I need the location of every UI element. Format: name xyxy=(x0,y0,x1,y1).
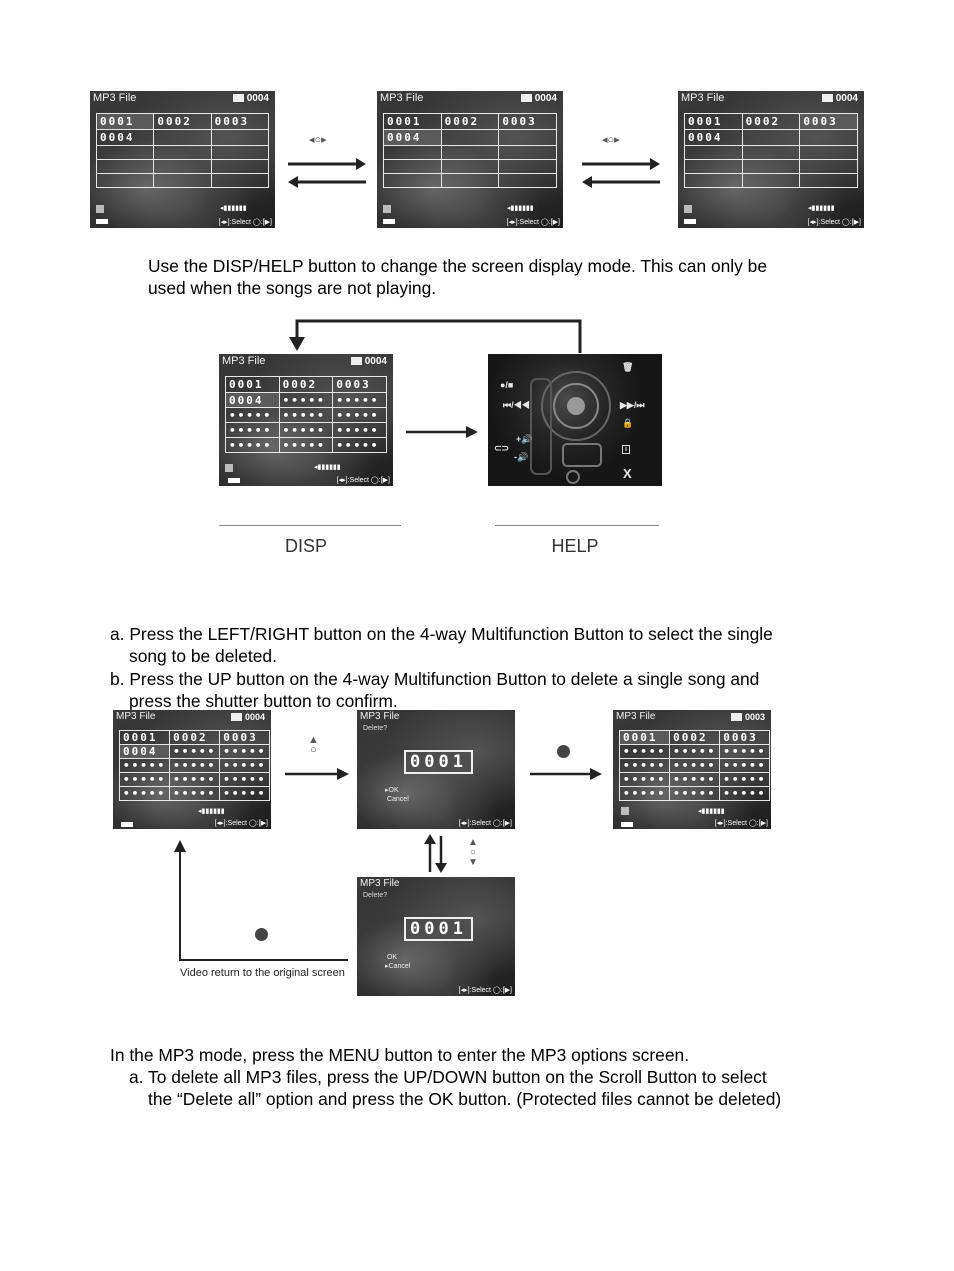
volume-up-icon: +🔊 xyxy=(516,434,533,444)
stop-icon xyxy=(684,205,692,213)
memory-card-icon xyxy=(350,357,362,365)
volume-down-icon: -🔊 xyxy=(514,452,529,462)
delete-prompt-cancel-screen: MP3 File Delete? 0001 OK▸Cancel [◂▸]:Sel… xyxy=(357,877,515,996)
to-delete-prompt-arrow xyxy=(285,768,349,780)
left-right-button-icon: ◂○▸ xyxy=(309,134,327,146)
help-underline xyxy=(495,525,659,526)
record-stop-icon: ●/■ xyxy=(500,380,514,390)
volume-icon: ◂▮▮▮▮▮▮ xyxy=(198,808,225,815)
stop-icon xyxy=(383,205,391,213)
battery-icon xyxy=(621,822,633,827)
up-down-button-icon: ▲○▼ xyxy=(468,837,478,868)
delete-options: OK▸Cancel xyxy=(385,954,411,970)
trash-icon: 🗑 xyxy=(622,362,634,372)
battery-icon xyxy=(96,219,108,224)
camera-outline-graphic xyxy=(530,371,611,484)
disp-help-instruction: Use the DISP/HELP button to change the s… xyxy=(148,256,768,298)
delete-file-number: 0001 xyxy=(404,750,473,774)
prev-rewind-icon: ⏮/◀◀ xyxy=(503,400,530,410)
fast-forward-next-icon: ▶▶/⏭ xyxy=(620,400,645,410)
stop-icon xyxy=(225,464,233,472)
memory-card-icon xyxy=(730,713,742,721)
stop-icon xyxy=(621,807,629,815)
delete-step-a: a. Press the LEFT/RIGHT button on the 4-… xyxy=(110,624,773,666)
volume-icon: ◂▮▮▮▮▮▮ xyxy=(808,205,835,212)
delete-prompt-label: Delete? xyxy=(363,892,388,899)
screen-footer: [◂▸]:Select ◯:[▶] xyxy=(218,219,272,226)
to-result-arrow xyxy=(530,768,602,780)
info-icon: i xyxy=(622,445,630,454)
close-icon: X xyxy=(623,466,632,481)
battery-icon xyxy=(228,478,240,483)
return-path-arrow xyxy=(174,840,348,961)
screen-title: MP3 File xyxy=(93,92,137,104)
bidirectional-arrows-1 xyxy=(288,158,366,188)
help-return-arrow xyxy=(289,319,582,353)
battery-icon xyxy=(121,822,133,827)
left-right-button-icon: ◂○▸ xyxy=(602,134,620,146)
memory-card-icon xyxy=(230,713,242,721)
delete-step-b: b. Press the UP button on the 4-way Mult… xyxy=(110,669,760,711)
shutter-button-icon xyxy=(255,928,268,941)
up-down-arrows xyxy=(424,834,447,873)
bidirectional-arrows-2 xyxy=(582,158,660,188)
menu-intro: In the MP3 mode, press the MENU button t… xyxy=(110,1045,690,1065)
volume-icon: ◂▮▮▮▮▮▮ xyxy=(220,205,247,212)
disp-to-help-arrow xyxy=(406,426,478,438)
help-screen: ●/■ ⏮/◀◀ +🔊 ⊂⊃ -🔊 🗑 ▶▶/⏭ 🔒 i X xyxy=(488,354,662,486)
return-caption: Video return to the original screen xyxy=(180,967,345,979)
memory-card-icon xyxy=(232,94,244,102)
delete-options: ▸OK Cancel xyxy=(385,787,409,803)
disp-underline xyxy=(219,525,401,526)
delete-all-instruction: a. To delete all MP3 files, press the UP… xyxy=(129,1067,782,1109)
help-caption: HELP xyxy=(551,536,599,556)
disp-caption: DISP xyxy=(284,536,327,556)
return-icon: ⊂⊃ xyxy=(494,443,510,453)
volume-icon: ◂▮▮▮▮▮▮ xyxy=(507,205,534,212)
stop-icon xyxy=(96,205,104,213)
lock-icon: 🔒 xyxy=(622,418,634,428)
file-count: 0004 xyxy=(232,93,269,104)
volume-icon: ◂▮▮▮▮▮▮ xyxy=(314,464,341,471)
memory-card-icon xyxy=(520,94,532,102)
volume-icon: ◂▮▮▮▮▮▮ xyxy=(698,808,725,815)
delete-prompt-label: Delete? xyxy=(363,725,388,732)
up-button-icon: ▲○ xyxy=(308,734,319,756)
battery-icon xyxy=(684,219,696,224)
delete-file-number: 0001 xyxy=(404,917,473,941)
shutter-button-icon xyxy=(557,745,570,758)
delete-prompt-ok-screen: MP3 File Delete? 0001 ▸OK Cancel [◂▸]:Se… xyxy=(357,710,515,829)
battery-icon xyxy=(383,219,395,224)
memory-card-icon xyxy=(821,94,833,102)
